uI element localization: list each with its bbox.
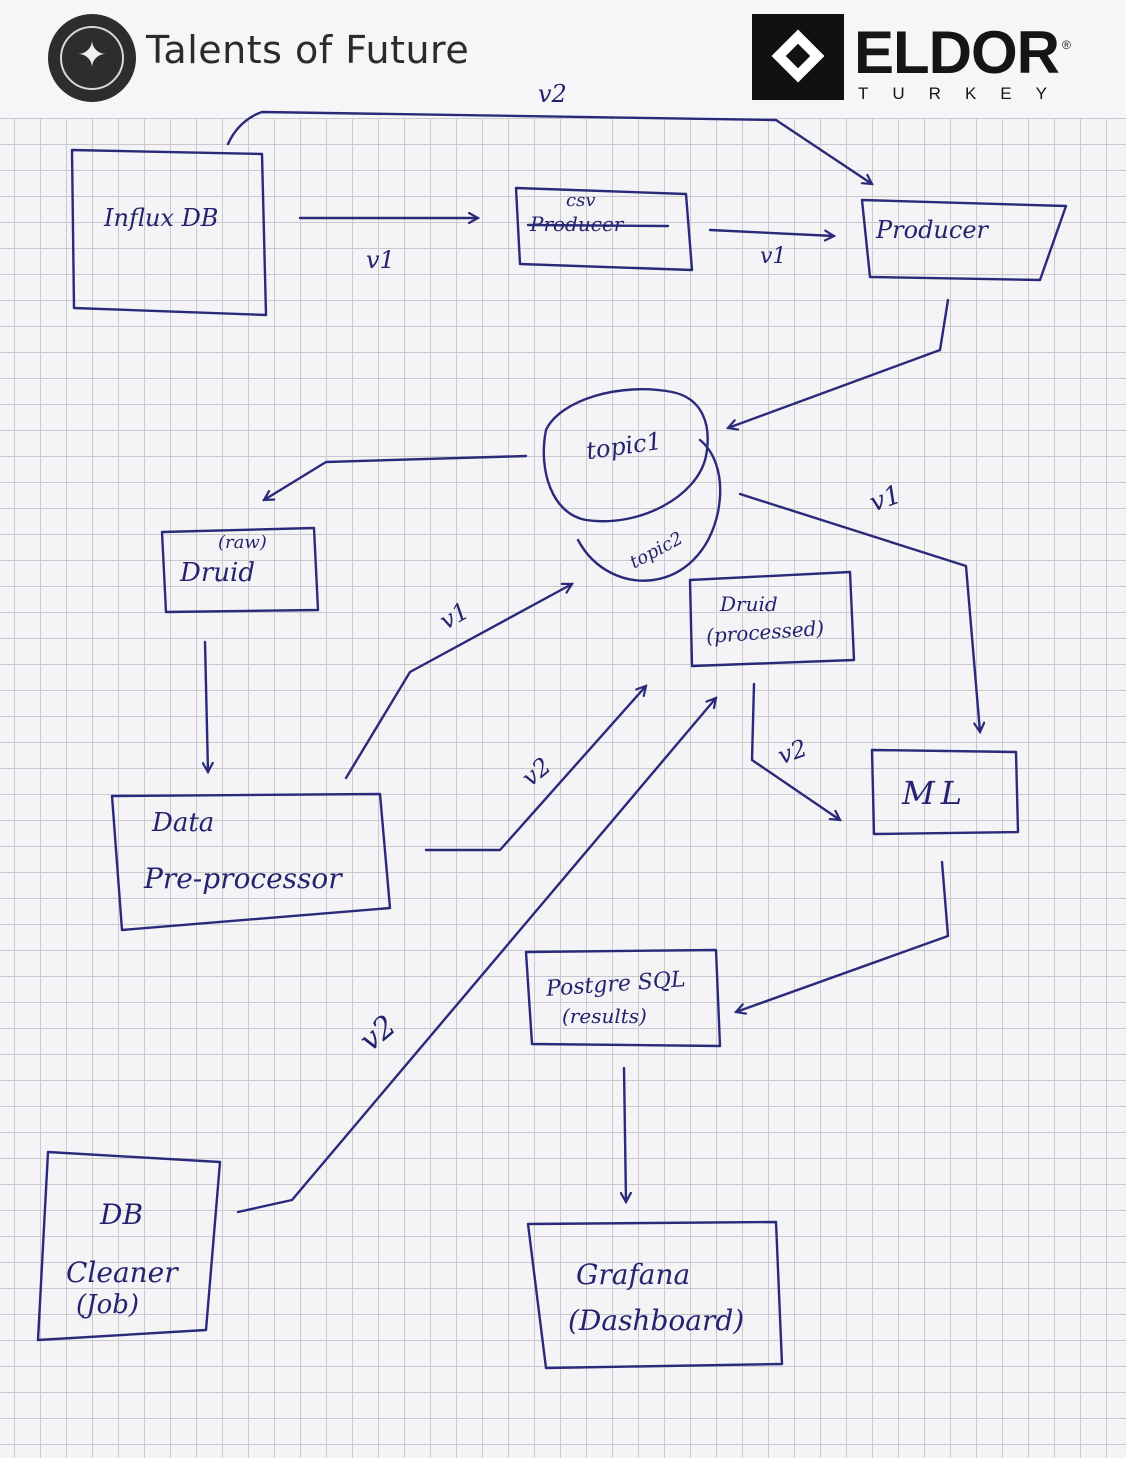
influxdb-box	[70, 148, 268, 317]
registered-mark: ®	[1062, 38, 1071, 52]
druid-raw-box	[160, 526, 320, 614]
edge-label-csv-producer: v1	[760, 244, 787, 269]
eldor-logo-mark	[752, 14, 844, 100]
edge-dbcleaner-druid-v2	[236, 698, 716, 1214]
edge-ml-postgresql	[736, 860, 950, 1012]
csv-struck-label: Producer	[530, 212, 624, 236]
db-cleaner-label-line2: Cleaner	[66, 1256, 178, 1289]
grafana-label: Grafana	[576, 1258, 691, 1291]
eldor-brand-subtitle: TURKEY	[858, 84, 1071, 103]
producer-label: Producer	[876, 216, 989, 244]
talents-of-future-title: Talents of Future	[146, 28, 470, 72]
edge-producer-topic	[728, 298, 950, 428]
edge-influx-producer-v2	[226, 110, 872, 184]
grafana-box	[526, 1220, 784, 1370]
strikethrough-line	[526, 223, 670, 228]
edge-label-influx-csv: v1	[366, 246, 395, 274]
edge-label-influx-producer: v2	[538, 80, 567, 108]
edge-druid-raw-preprocessor	[205, 640, 208, 772]
db-cleaner-label-line3: (Job)	[76, 1290, 140, 1320]
druid-raw-label: Druid	[180, 558, 255, 588]
topic2-shape	[576, 438, 722, 582]
csv-label: csv	[566, 190, 596, 211]
ml-label: ML	[902, 774, 969, 812]
edge-preprocessor-topic-v1	[344, 582, 572, 780]
edge-postgresql-grafana	[624, 1066, 626, 1202]
talents-of-future-logo: ✦	[48, 14, 136, 102]
grafana-note: (Dashboard)	[568, 1304, 745, 1337]
csv-box	[514, 186, 694, 272]
edge-csv-producer-v1	[708, 228, 834, 236]
logo-ring	[60, 26, 124, 90]
ml-box	[870, 748, 1020, 836]
db-cleaner-label-line1: DB	[100, 1198, 144, 1231]
druid-processed-label: Druid	[720, 592, 778, 616]
druid-raw-note: (raw)	[218, 532, 267, 553]
producer-box	[860, 198, 1068, 282]
compass-icon: ✦	[76, 35, 108, 76]
data-preprocessor-label-line1: Data	[152, 808, 215, 838]
topic1-shape	[542, 388, 709, 523]
eldor-brand-name: ELDOR	[854, 19, 1060, 86]
header-band	[0, 0, 1126, 118]
druid-processed-box	[688, 570, 856, 668]
db-cleaner-box	[36, 1150, 222, 1342]
postgresql-box	[524, 948, 722, 1048]
edge-topic-druid-raw	[264, 454, 528, 502]
edge-druid-processed-ml-v2	[750, 682, 840, 820]
influxdb-label: Influx DB	[104, 204, 219, 232]
postgresql-note: (results)	[562, 1004, 647, 1028]
edge-preprocessor-druid-v2	[424, 686, 646, 852]
data-preprocessor-box	[110, 792, 392, 932]
edge-topic-ml-v1	[738, 492, 980, 732]
data-preprocessor-label-line2: Pre-processor	[144, 862, 342, 895]
